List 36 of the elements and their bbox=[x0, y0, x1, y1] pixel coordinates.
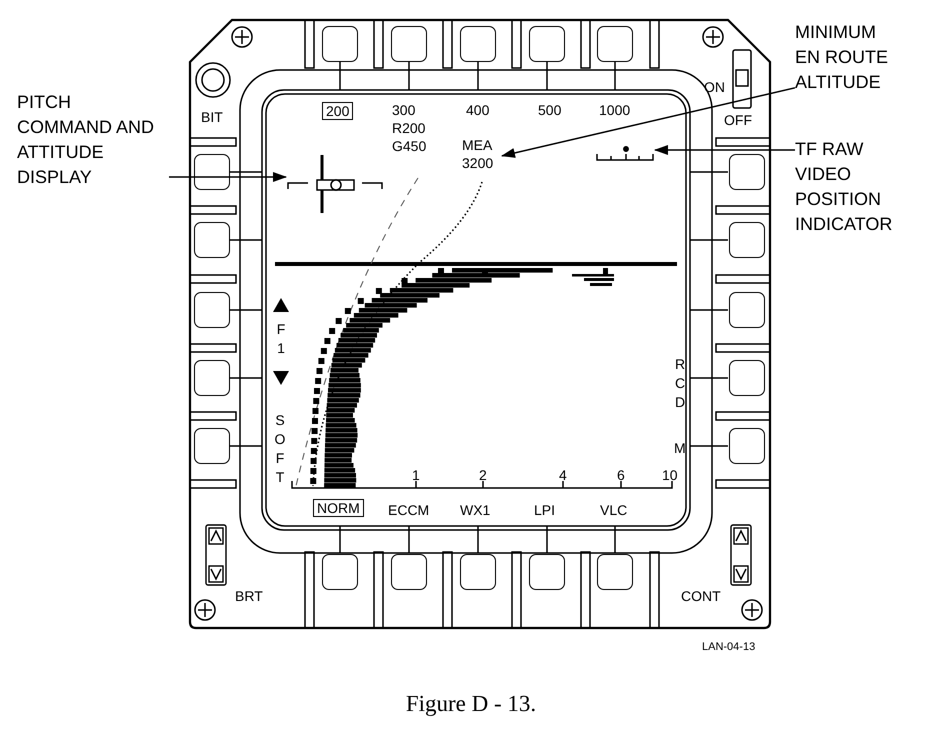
scale-tick-label: 6 bbox=[617, 466, 625, 484]
switch-label: OFF bbox=[724, 111, 752, 129]
side-option-label: M bbox=[674, 439, 686, 457]
range-label: 400 bbox=[466, 101, 490, 119]
callout-text: PITCH COMMAND AND ATTITUDE DISPLAY bbox=[17, 90, 169, 190]
scale-tick-label: 4 bbox=[559, 466, 567, 484]
position-indicator-scale bbox=[595, 143, 655, 162]
range-label: 200 bbox=[322, 102, 354, 120]
figure-code: LAN-04-13 bbox=[702, 640, 756, 655]
figure-caption: Figure D - 13. bbox=[404, 690, 538, 718]
range-label: 1000 bbox=[599, 101, 630, 119]
pitch-attitude-symbol bbox=[286, 153, 384, 215]
button-label: BIT bbox=[201, 108, 223, 126]
callout-text: MINIMUM EN ROUTE ALTITUDE bbox=[795, 20, 895, 95]
mode-label: WX1 bbox=[460, 501, 490, 519]
side-option-label: RCD bbox=[674, 355, 686, 412]
scale-tick-label: 1 bbox=[412, 466, 420, 484]
range-label: 300 bbox=[392, 101, 416, 119]
callout-text: TF RAW VIDEO POSITION INDICATOR bbox=[795, 137, 909, 237]
side-option-label: SOFT bbox=[274, 411, 286, 487]
mode-label: LPI bbox=[534, 501, 556, 519]
mode-label: ECCM bbox=[388, 501, 430, 519]
side-option-label: F1 bbox=[276, 320, 286, 358]
range-label: R200 bbox=[392, 119, 426, 137]
control-label: CONT bbox=[681, 587, 721, 605]
range-label: G450 bbox=[392, 137, 426, 155]
control-label: BRT bbox=[235, 587, 263, 605]
leader-line bbox=[501, 87, 796, 158]
mode-label: NORM bbox=[313, 499, 364, 517]
mode-label: VLC bbox=[600, 501, 628, 519]
scale-tick-label: 10 bbox=[662, 466, 678, 484]
range-label: 500 bbox=[538, 101, 562, 119]
scale-tick-label: 2 bbox=[479, 466, 487, 484]
altitude-readout: MEA 3200 bbox=[462, 136, 502, 172]
leader-line bbox=[169, 172, 287, 182]
leader-line bbox=[654, 145, 795, 155]
